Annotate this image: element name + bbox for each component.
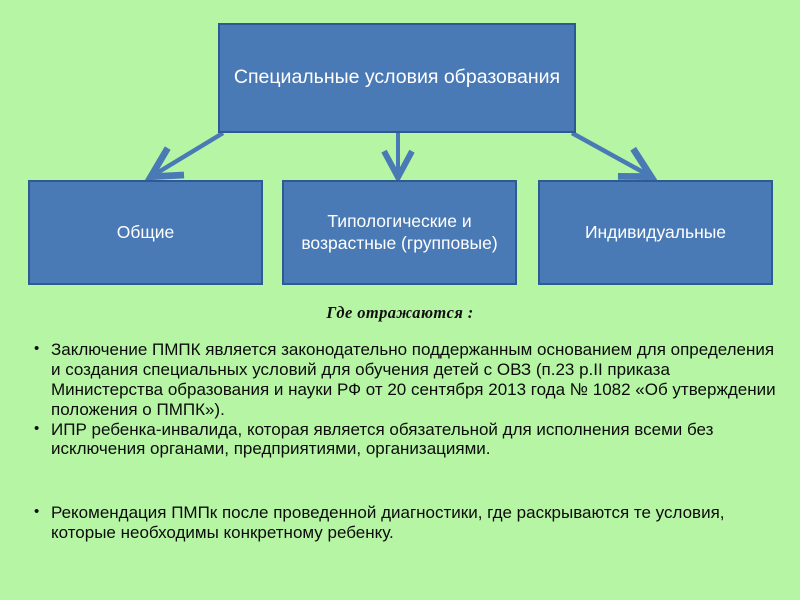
bullet-list: • Заключение ПМПК является законодательн… bbox=[34, 340, 776, 543]
bullet-item: • Заключение ПМПК является законодательн… bbox=[34, 340, 776, 420]
diagram-node-root-label: Специальные условия образования bbox=[233, 66, 561, 89]
bullet-item: • ИПР ребенка-инвалида, которая является… bbox=[34, 420, 776, 460]
bullet-text: Рекомендация ПМПк после проведенной диаг… bbox=[51, 503, 725, 543]
diagram-node-general[interactable]: Общие bbox=[28, 180, 263, 285]
section-heading: Где отражаются : bbox=[326, 303, 474, 322]
bullet-marker-icon: • bbox=[34, 340, 40, 357]
bullet-item: • Рекомендация ПМПк после проведенной ди… bbox=[34, 503, 776, 543]
connector-arrow-right bbox=[570, 131, 650, 176]
bullet-text: Заключение ПМПК является законодательно … bbox=[51, 340, 776, 419]
diagram-node-individual[interactable]: Индивидуальные bbox=[538, 180, 773, 285]
bullet-text: ИПР ребенка-инвалида, которая является о… bbox=[51, 419, 714, 459]
diagram-node-root[interactable]: Специальные условия образования bbox=[218, 23, 576, 133]
bullet-marker-icon: • bbox=[34, 419, 40, 437]
diagram-node-typological[interactable]: Типологические и возрастные (групповые) bbox=[282, 180, 517, 285]
diagram-node-general-label: Общие bbox=[116, 221, 175, 242]
diagram-node-typological-label: Типологические и возрастные (групповые) bbox=[301, 211, 498, 253]
hierarchy-diagram: Специальные условия образования Общие Ти… bbox=[28, 23, 773, 285]
bullet-marker-icon: • bbox=[34, 503, 40, 521]
bullet-spacer bbox=[34, 459, 776, 503]
diagram-node-individual-label: Индивидуальные bbox=[584, 221, 727, 242]
connector-arrow-left bbox=[152, 131, 225, 176]
